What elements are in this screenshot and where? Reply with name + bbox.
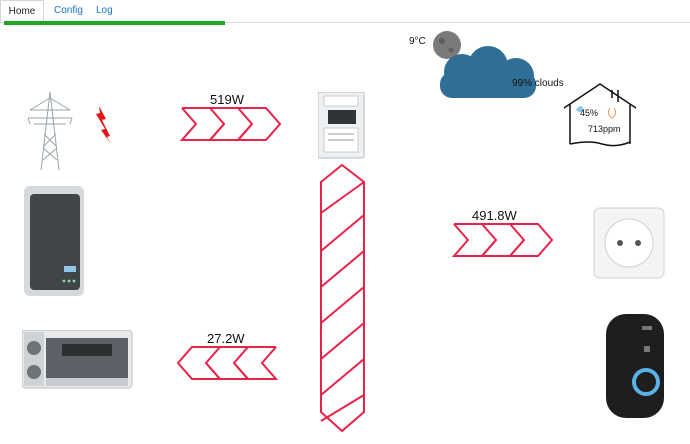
cloudy-night-icon [433,31,536,98]
power-pylon-icon [27,91,73,171]
grid-power-value: 519W [210,92,244,107]
consumption-power-value: 491.8W [472,208,517,223]
tab-config[interactable]: Config [54,5,83,16]
wall-socket-icon [593,207,665,279]
indoor-co2: 713ppm [588,124,621,134]
load-progress-bar [4,21,225,25]
battery-storage-icon [22,330,133,389]
power-bus-bar [320,163,365,433]
grid-flow-arrow [180,107,282,141]
tab-log[interactable]: Log [96,5,113,16]
house-icon [563,83,637,147]
battery-power-value: 27.2W [207,331,245,346]
top-nav: Home Config Log [0,0,690,23]
tab-home[interactable]: Home [0,0,44,22]
lightning-icon [96,106,111,144]
solar-inverter-icon [24,186,84,296]
battery-flow-arrow [176,346,278,380]
ev-charger-icon [606,314,664,418]
cloud-coverage: 99% clouds [512,78,564,89]
humidity-drop-icon [576,106,584,112]
indoor-humidity: 45% [580,108,599,118]
moon-icon [433,31,461,59]
electricity-meter-icon [318,92,365,159]
outdoor-temperature: 9°C [409,36,426,47]
consumption-flow-arrow [452,223,554,257]
